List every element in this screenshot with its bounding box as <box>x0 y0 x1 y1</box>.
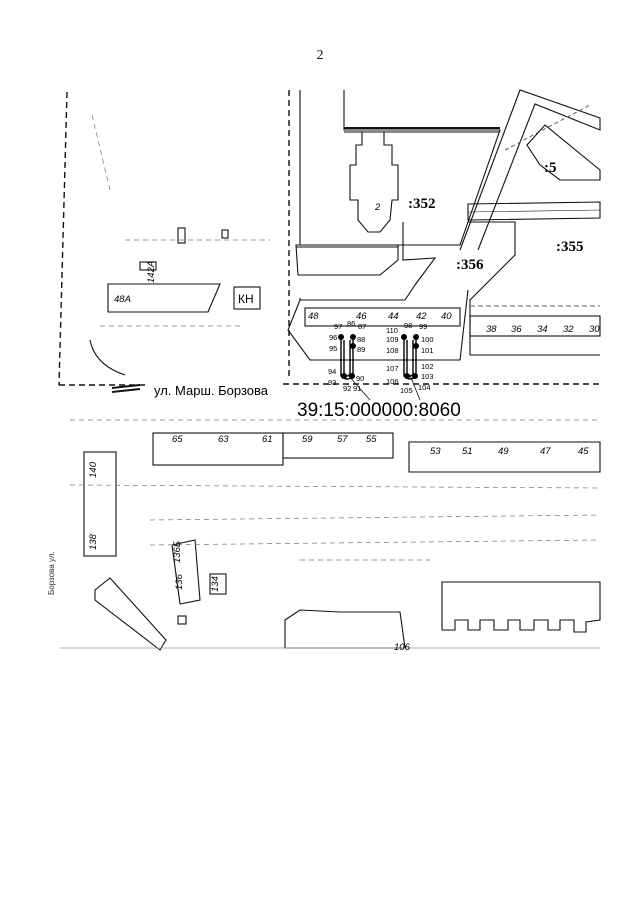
building-label-49: 49 <box>498 446 509 457</box>
building-label-32: 32 <box>563 324 574 335</box>
building-label-38: 38 <box>486 324 497 335</box>
building-label-136b: 136Б <box>172 541 183 563</box>
map-linework <box>58 89 601 651</box>
building-label-30: 30 <box>589 324 600 335</box>
point-label: 106 <box>386 377 399 386</box>
building-label-45: 45 <box>578 446 589 457</box>
building-label-106: 106 <box>394 642 411 653</box>
building-label-2: 2 <box>374 202 381 213</box>
point-number-labels: 86 87 88 89 90 91 92 93 94 95 96 97 98 9… <box>328 319 434 395</box>
building-label-61: 61 <box>262 434 273 445</box>
building-label-48a: 48А <box>114 294 131 305</box>
building-label-42: 42 <box>416 311 427 322</box>
building-label-53: 53 <box>430 446 441 457</box>
point-label: 102 <box>421 362 434 371</box>
building-label-34: 34 <box>537 324 548 335</box>
point-label: 110 <box>386 326 398 335</box>
parcel-label-355: :355 <box>556 239 584 255</box>
point-label: 94 <box>328 367 336 376</box>
point-label: 93 <box>328 378 336 387</box>
point-label: 89 <box>357 345 365 354</box>
parcel-label-356: :356 <box>456 257 484 273</box>
building-label-51: 51 <box>462 446 473 457</box>
point-label: 97 <box>334 322 342 331</box>
building-label-48: 48 <box>308 311 319 322</box>
building-label-134: 134 <box>210 576 221 592</box>
building-label-140: 140 <box>88 461 99 478</box>
point-label: 103 <box>421 372 434 381</box>
building-label-55: 55 <box>366 434 377 445</box>
point-label: 105 <box>400 386 413 395</box>
page-number: 2 <box>316 48 324 63</box>
point-label: 95 <box>329 344 337 353</box>
point-label: 104 <box>418 383 431 392</box>
building-label-59: 59 <box>302 434 313 445</box>
point-label: 91 <box>353 384 361 393</box>
building-label-44: 44 <box>388 311 399 322</box>
kn-label: КН <box>238 292 254 306</box>
point-label: 100 <box>421 335 434 344</box>
building-label-142a: 142А <box>146 261 157 283</box>
point-label: 96 <box>329 333 337 342</box>
building-label-65: 65 <box>172 434 183 445</box>
point-label: 108 <box>386 346 399 355</box>
building-label-63: 63 <box>218 434 229 445</box>
point-label: 86 <box>347 319 355 328</box>
building-label-46: 46 <box>356 311 367 322</box>
point-label: 92 <box>343 384 351 393</box>
point-label: 99 <box>419 322 427 331</box>
point-label: 87 <box>358 322 366 331</box>
point-label: 107 <box>386 364 399 373</box>
building-label-47: 47 <box>540 446 551 457</box>
parcel-label-5: :5 <box>544 160 557 176</box>
building-label-136: 136 <box>174 573 185 590</box>
building-label-57: 57 <box>337 434 348 445</box>
point-label: 98 <box>404 321 412 330</box>
building-label-40: 40 <box>441 311 452 322</box>
side-street-label: Борзова ул. <box>47 551 56 595</box>
vertex-points <box>338 334 419 379</box>
point-label: 101 <box>421 346 434 355</box>
parcel-label-352: :352 <box>408 196 436 212</box>
point-label: 90 <box>356 374 364 383</box>
point-label: 88 <box>357 335 365 344</box>
street-label: ул. Марш. Борзова <box>154 383 269 398</box>
cadastral-number-label: 39:15:000000:8060 <box>297 400 461 421</box>
building-label-36: 36 <box>511 324 522 335</box>
building-label-138: 138 <box>88 533 99 550</box>
point-label: 109 <box>386 335 399 344</box>
